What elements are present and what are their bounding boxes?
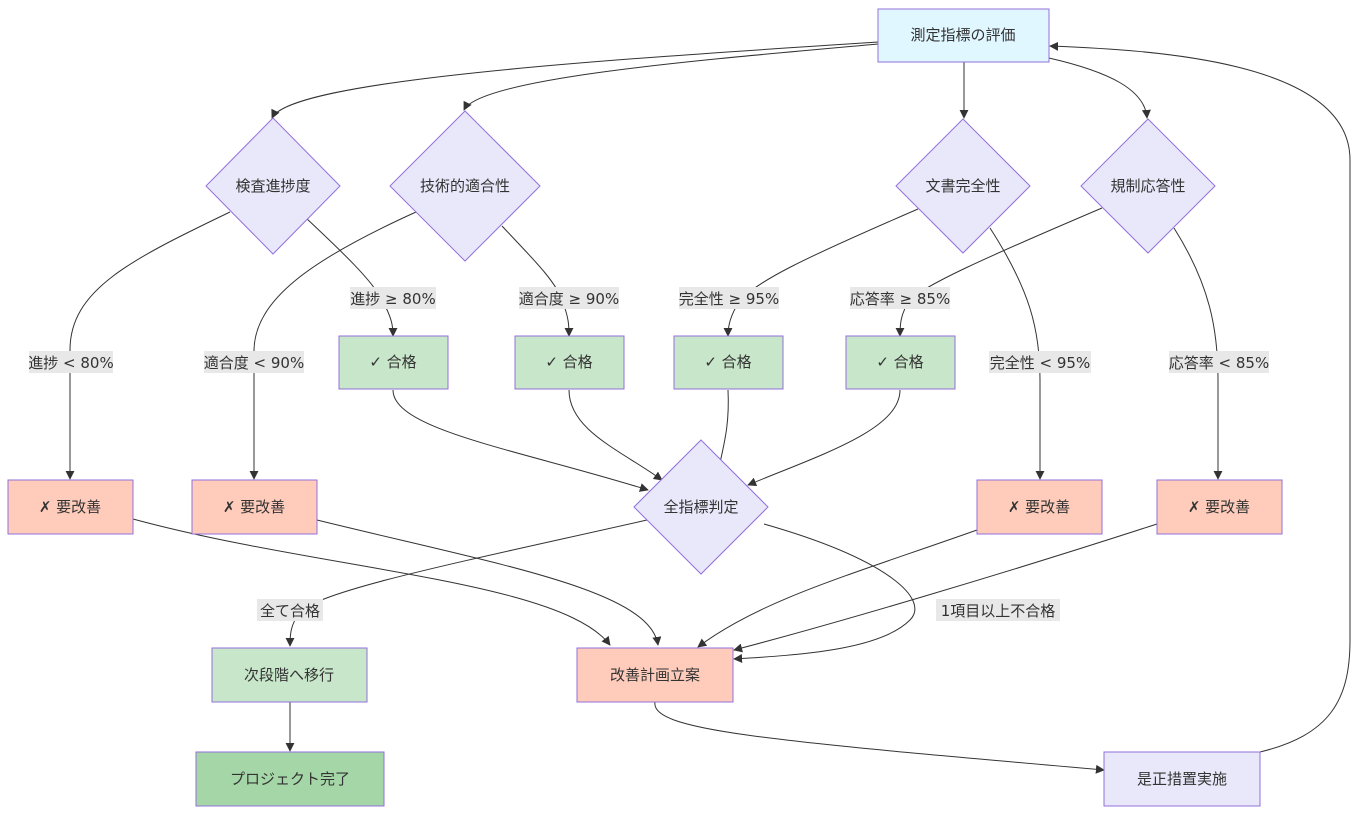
edge-label-tech-pass: 適合度 ≥ 90% [519,287,619,309]
svg-text:応答率 < 85%: 応答率 < 85% [1169,354,1269,372]
node-done[interactable]: プロジェクト完了 [195,751,385,807]
svg-text:✓ 合格: ✓ 合格 [704,353,751,371]
edge-doc-pass [723,208,919,337]
fail-reg[interactable]: ✗ 要改善 [1156,479,1283,535]
edge-start-tech [463,43,879,111]
decision-progress[interactable]: 検査進捗度 [205,117,341,255]
edge-judge-next [285,519,648,647]
edge-start-progress [271,41,879,119]
edge-failtech-plan [316,519,662,646]
svg-text:✓ 合格: ✓ 合格 [876,353,923,371]
nodes: 測定指標の評価 検査進捗度 技術的適合性 文書完全性 規制応答性 ✓ 合格 ✓ … [7,8,1283,807]
svg-text:✓ 合格: ✓ 合格 [545,353,592,371]
edge-progress-pass [305,217,398,337]
edge-judge-plan [733,523,916,664]
svg-text:応答率 ≥ 85%: 応答率 ≥ 85% [850,290,950,308]
node-start[interactable]: 測定指標の評価 [877,8,1050,63]
svg-text:進捗 < 80%: 進捗 < 80% [28,354,113,372]
edge-faildoc-plan [697,529,978,648]
svg-text:検査進捗度: 検査進捗度 [235,177,310,195]
svg-text:適合度 < 90%: 適合度 < 90% [204,354,304,372]
edge-label-all-pass: 全て合格 [257,599,323,621]
svg-text:文書完全性: 文書完全性 [925,177,1000,195]
edge-passprogress-judge [392,389,649,492]
edge-label-tech-fail: 適合度 < 90% [204,351,304,373]
svg-text:✗ 要改善: ✗ 要改善 [223,498,285,516]
svg-text:完全性 < 95%: 完全性 < 95% [990,354,1090,372]
pass-reg[interactable]: ✓ 合格 [845,335,956,390]
svg-text:✗ 要改善: ✗ 要改善 [39,498,101,516]
decision-tech[interactable]: 技術的適合性 [389,110,541,262]
edge-progress-fail [65,211,231,480]
svg-text:適合度 ≥ 90%: 適合度 ≥ 90% [519,290,619,308]
edge-label-progress-fail: 進捗 < 80% [28,351,114,373]
edge-label-reg-fail: 応答率 < 85% [1169,351,1269,373]
edge-passreg-judge [747,389,901,487]
svg-text:改善計画立案: 改善計画立案 [610,666,700,684]
decision-judge[interactable]: 全指標判定 [633,439,769,575]
fail-doc[interactable]: ✗ 要改善 [976,479,1103,535]
svg-text:技術的適合性: 技術的適合性 [420,177,510,195]
svg-text:1項目以上不合格: 1項目以上不合格 [941,602,1056,620]
node-next-stage[interactable]: 次段階へ移行 [211,647,368,703]
svg-text:進捗 ≥ 80%: 進捗 ≥ 80% [350,290,435,308]
node-plan[interactable]: 改善計画立案 [576,647,734,703]
svg-text:測定指標の評価: 測定指標の評価 [910,26,1015,44]
edge-labels: 進捗 ≥ 80% 適合度 ≥ 90% 完全性 ≥ 95% 応答率 ≥ 85% 進… [28,287,1269,621]
edge-passtech-judge [568,389,663,481]
edge-corrective-start [1049,41,1351,753]
svg-text:全て合格: 全て合格 [260,602,320,620]
pass-progress[interactable]: ✓ 合格 [338,335,449,390]
pass-tech[interactable]: ✓ 合格 [514,335,625,390]
edge-failprogress-plan [132,518,611,646]
decision-reg[interactable]: 規制応答性 [1080,118,1216,254]
edge-reg-pass [895,207,1103,337]
svg-text:全指標判定: 全指標判定 [663,498,738,516]
edge-label-doc-fail: 完全性 < 95% [989,351,1091,373]
svg-text:✗ 要改善: ✗ 要改善 [1188,498,1250,516]
edge-label-doc-pass: 完全性 ≥ 95% [679,287,779,309]
edge-tech-pass [501,225,574,337]
node-corrective[interactable]: 是正措置実施 [1103,751,1261,807]
svg-text:是正措置実施: 是正措置実施 [1137,770,1227,788]
edge-label-any-fail: 1項目以上不合格 [936,599,1060,621]
edge-tech-fail [249,211,417,480]
edge-label-reg-pass: 応答率 ≥ 85% [850,287,950,309]
edge-label-progress-pass: 進捗 ≥ 80% [350,287,436,309]
svg-text:✗ 要改善: ✗ 要改善 [1008,498,1070,516]
svg-text:規制応答性: 規制応答性 [1110,177,1185,195]
fail-tech[interactable]: ✗ 要改善 [191,479,318,535]
svg-text:✓ 合格: ✓ 合格 [369,353,416,371]
decision-doc[interactable]: 文書完全性 [895,118,1031,254]
pass-doc[interactable]: ✓ 合格 [673,335,784,390]
edge-start-reg [1048,57,1151,119]
edge-plan-corrective [654,701,1105,774]
edge-failreg-plan [733,523,1158,653]
svg-text:完全性 ≥ 95%: 完全性 ≥ 95% [679,290,779,308]
svg-text:プロジェクト完了: プロジェクト完了 [230,770,350,788]
edges [65,41,1351,774]
svg-text:次段階へ移行: 次段階へ移行 [244,666,334,684]
fail-progress[interactable]: ✗ 要改善 [7,479,134,535]
